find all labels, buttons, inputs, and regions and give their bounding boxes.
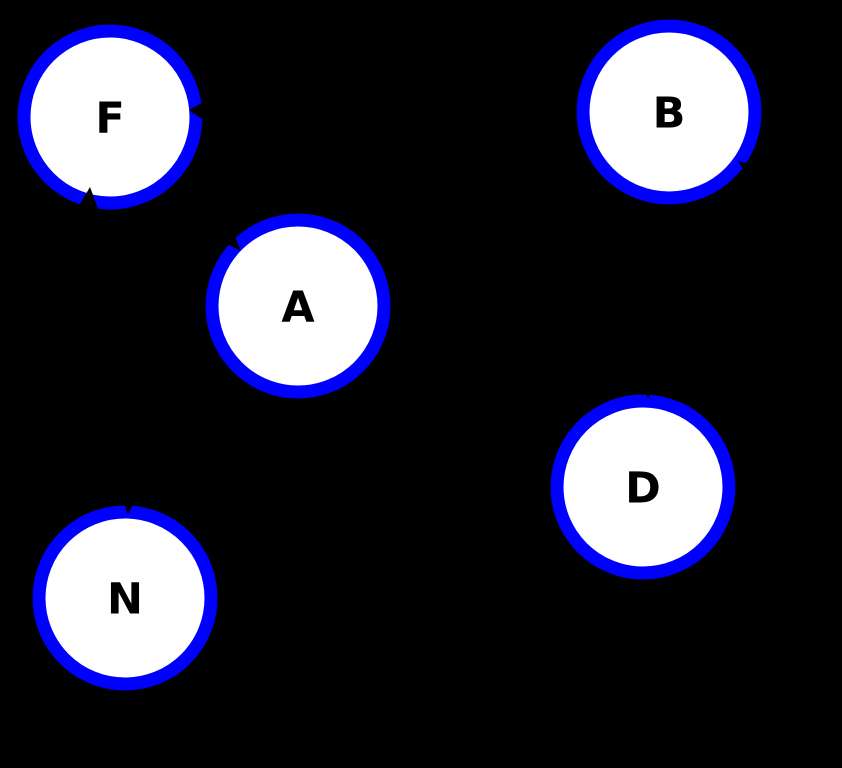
arrowhead-tip-mark-3 <box>738 161 750 172</box>
node-circle-a <box>205 213 391 399</box>
node-circle-b <box>576 19 762 205</box>
node-f: F <box>17 24 203 210</box>
node-circle-d <box>550 394 736 580</box>
arrowhead-mark-0 <box>189 100 206 121</box>
node-d: D <box>550 394 736 580</box>
tail-notch-mark-4 <box>123 501 134 515</box>
node-label-d: D <box>625 463 661 513</box>
node-a: A <box>205 213 391 399</box>
arrowhead-mark-2 <box>217 226 241 251</box>
node-label-b: B <box>653 88 686 138</box>
node-b: B <box>576 19 762 205</box>
node-label-n: N <box>107 574 143 624</box>
node-label-f: F <box>95 93 124 143</box>
tail-notch-mark-5 <box>645 392 652 399</box>
node-circle-n <box>32 505 218 691</box>
arrowhead-mark-1 <box>78 187 99 209</box>
node-label-a: A <box>281 282 315 332</box>
node-n: N <box>32 505 218 691</box>
node-circle-f <box>17 24 203 210</box>
